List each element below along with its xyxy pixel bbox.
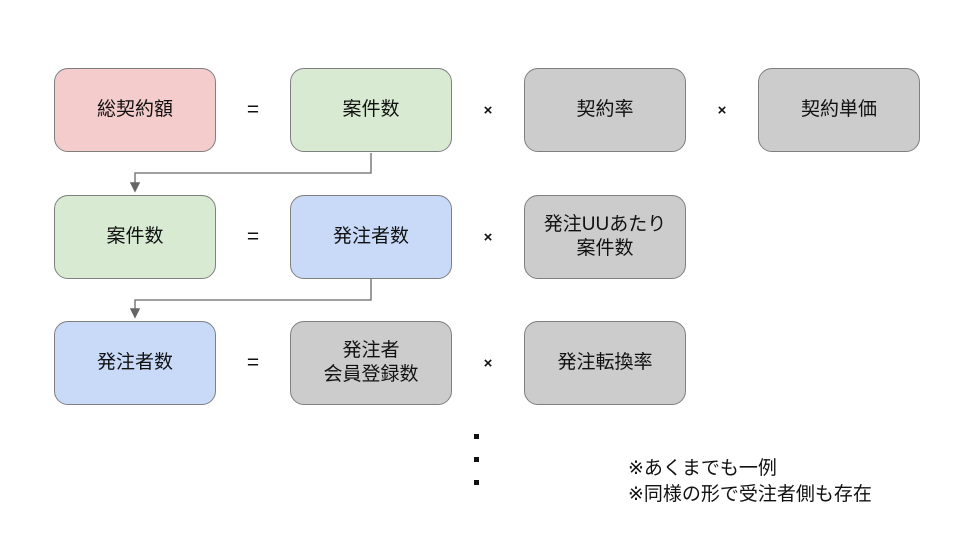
- node-orderer-count-row2: 発注者数: [290, 195, 452, 279]
- row2-multiply-sign: ×: [483, 228, 493, 246]
- row3-multiply-sign: ×: [483, 354, 493, 372]
- node-orderer-member-registrations: 発注者 会員登録数: [290, 321, 452, 405]
- node-order-conversion-rate: 発注転換率: [524, 321, 686, 405]
- dot: [474, 434, 479, 439]
- footnote-1: ※あくまでも一例: [628, 458, 777, 479]
- node-total-contract-amount: 総契約額: [54, 68, 216, 152]
- row3-equals-sign: =: [246, 351, 260, 374]
- node-contract-unit-price: 契約単価: [758, 68, 920, 152]
- connector-row1-to-row2: [129, 153, 372, 193]
- row1-equals-sign: =: [246, 98, 260, 121]
- connector-row2-to-row3: [129, 279, 372, 319]
- row1-multiply-sign-2: ×: [717, 101, 727, 119]
- node-orderer-count-row3: 発注者数: [54, 321, 216, 405]
- node-project-count-row1: 案件数: [290, 68, 452, 152]
- row1-multiply-sign-1: ×: [483, 101, 493, 119]
- row2-equals-sign: =: [246, 225, 260, 248]
- node-contract-rate: 契約率: [524, 68, 686, 152]
- node-project-count-row2: 案件数: [54, 195, 216, 279]
- dot: [474, 457, 479, 462]
- footnote-2: ※同様の形で受注者側も存在: [628, 484, 872, 505]
- continuation-dots: [474, 434, 479, 485]
- footnotes: ※あくまでも一例 ※同様の形で受注者側も存在: [628, 456, 872, 508]
- node-projects-per-ordering-uu: 発注UUあたり 案件数: [524, 195, 686, 279]
- dot: [474, 480, 479, 485]
